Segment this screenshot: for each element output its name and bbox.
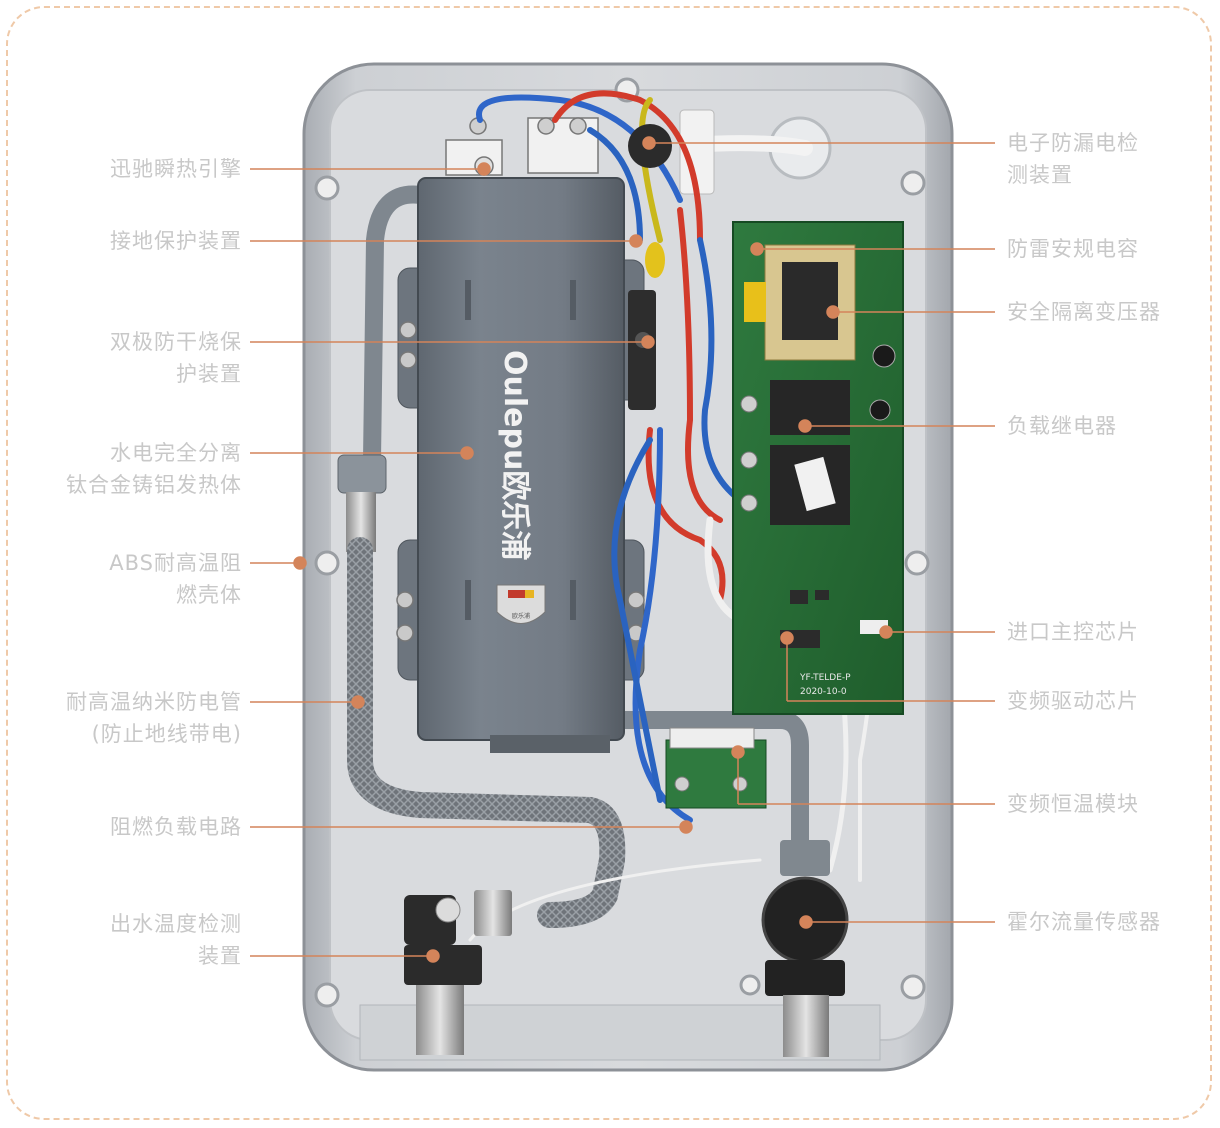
callout-dry-burn-protection: 双极防干烧保 护装置 — [110, 330, 242, 386]
heater-logo-text: Oulepu欧乐浦 — [497, 350, 532, 560]
callout-hall-flow-sensor: 霍尔流量传感器 — [1007, 910, 1161, 934]
callout-heating-body: 水电完全分离 钛合金铸铝发热体 — [66, 441, 242, 497]
callout-isolation-transformer: 安全隔离变压器 — [1007, 300, 1161, 324]
callout-instant-heat-engine: 迅驰瞬热引擎 — [110, 157, 242, 181]
shield-badge-icon: 欧乐浦 — [496, 584, 546, 624]
braided-hose — [347, 537, 626, 928]
callout-nano-pipe: 耐高温纳米防电管 (防止地线带电) — [66, 690, 242, 746]
callout-inverter-driver-chip: 变频驱动芯片 — [1007, 689, 1139, 713]
svg-text:欧乐浦: 欧乐浦 — [512, 612, 530, 620]
callout-thermostat-module: 变频恒温模块 — [1007, 792, 1139, 816]
callout-outlet-temp-sensor: 出水温度检测 装置 — [110, 912, 242, 968]
leader-lines-left — [250, 162, 693, 963]
leader-lines-right — [642, 136, 995, 929]
control-pcb: YF-TELDE-P 2020-10-0 — [732, 221, 904, 715]
screw-boss — [314, 77, 930, 1008]
dashed-border-frame — [6, 6, 1212, 1120]
callout-main-control-chip: 进口主控芯片 — [1007, 620, 1139, 644]
outlet-fitting — [404, 890, 512, 1055]
callout-ground-protection: 接地保护装置 — [110, 229, 242, 253]
callout-lightning-capacitor: 防雷安规电容 — [1007, 237, 1139, 261]
callout-load-relay: 负载继电器 — [1007, 414, 1117, 438]
hall-flow-sensor — [761, 840, 849, 1057]
svg-text:YF-TELDE-P: YF-TELDE-P — [799, 673, 851, 683]
heater-block: Oulepu欧乐浦 欧乐浦 — [396, 177, 645, 753]
callout-abs-shell: ABS耐高温阻 燃壳体 — [109, 551, 242, 607]
callout-load-circuit: 阻燃负载电路 — [110, 815, 242, 839]
callout-leakage-detector: 电子防漏电检 测装置 — [1007, 131, 1139, 187]
svg-text:2020-10-0: 2020-10-0 — [800, 687, 847, 697]
